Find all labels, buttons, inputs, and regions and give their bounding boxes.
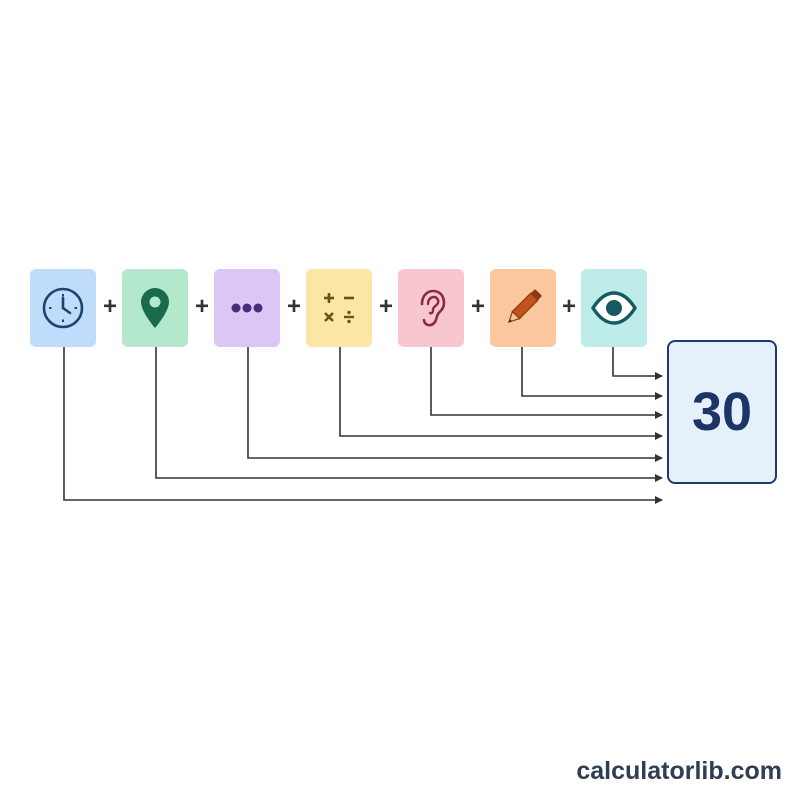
plus-operator: + [561, 293, 576, 320]
plus-operator: + [378, 293, 393, 320]
plus-operator: + [286, 293, 301, 320]
connector-pencil [521, 347, 663, 400]
connector-math [339, 347, 663, 440]
eye-icon [590, 291, 638, 325]
plus-operator: + [102, 293, 117, 320]
result-box: 30 [667, 340, 777, 484]
tile-ellipsis [214, 269, 280, 347]
tile-clock [30, 269, 96, 347]
connector-ellipsis [247, 347, 663, 462]
tile-math-operators [306, 269, 372, 347]
tile-ear [398, 269, 464, 347]
math-operators-icon [324, 293, 354, 324]
map-pin-icon [141, 288, 169, 328]
tile-eye [581, 269, 647, 347]
tile-pencil [490, 269, 556, 347]
connector-clock [63, 347, 663, 504]
pencil-icon [507, 289, 542, 324]
connector-ear [430, 347, 663, 419]
ellipsis-icon [231, 303, 263, 313]
ear-icon [420, 289, 446, 327]
brand-watermark: calculatorlib.com [576, 757, 782, 785]
clock-icon [42, 287, 84, 329]
connector-pin [155, 347, 663, 482]
connector-eye [612, 347, 663, 380]
plus-operator: + [470, 293, 485, 320]
tile-map-pin [122, 269, 188, 347]
result-value: 30 [691, 382, 753, 442]
plus-operator: + [194, 293, 209, 320]
